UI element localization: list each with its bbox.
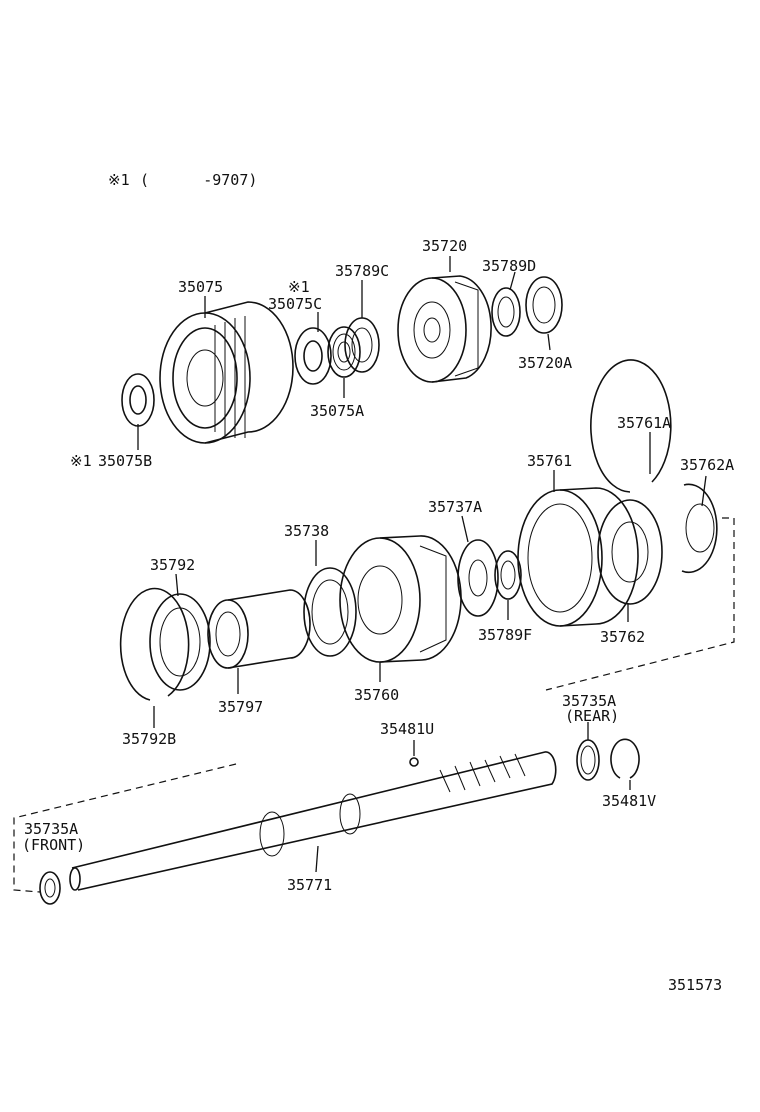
- part-35760-carrier: [339, 535, 462, 663]
- label-35761: 35761: [527, 452, 572, 470]
- label-35761A: 35761A: [617, 414, 671, 432]
- part-35481V-snap-ring: [610, 738, 640, 779]
- label-35797: 35797: [218, 698, 263, 716]
- part-35789D-race: [491, 287, 521, 337]
- label-35075B-mark: ※1: [70, 452, 92, 470]
- part-35075-drum: [159, 301, 294, 444]
- label-35789D: 35789D: [482, 257, 536, 275]
- label-35738: 35738: [284, 522, 329, 540]
- part-35481U-ball: [409, 757, 419, 767]
- label-35789C: 35789C: [335, 262, 389, 280]
- part-35735A-rear-washer: [576, 739, 600, 781]
- dashed-group-line-rear: [545, 517, 735, 691]
- part-35738-bearing: [303, 567, 357, 657]
- catalog-number: 351573: [668, 976, 722, 994]
- part-35761-ring-gear: [517, 487, 639, 627]
- part-35737A-washer: [457, 539, 499, 617]
- label-35735A-front-sub: (FRONT): [22, 836, 85, 854]
- label-35792: 35792: [150, 556, 195, 574]
- part-35720A-bearing: [525, 276, 563, 334]
- part-35789F-race: [494, 550, 522, 600]
- part-35789C-race: [344, 317, 380, 373]
- label-35720: 35720: [422, 237, 467, 255]
- label-35735A-rear-sub: (REAR): [565, 707, 619, 725]
- part-35797-sleeve: [207, 589, 311, 669]
- dashed-group-line-front: [13, 763, 237, 893]
- part-35075B-washer: [121, 373, 155, 427]
- part-35771-shaft: [69, 751, 557, 891]
- label-35075C-mark: ※1: [288, 278, 310, 296]
- label-35481U: 35481U: [380, 720, 434, 738]
- part-35762A-bearing: [681, 483, 718, 574]
- part-35761A-snap-ring: [590, 359, 672, 493]
- part-35075C-washer: [294, 327, 332, 385]
- part-35762-hub: [597, 499, 663, 605]
- part-35792B-snap-ring: [119, 587, 190, 701]
- label-35737A: 35737A: [428, 498, 482, 516]
- note-mark: ※1: [108, 171, 130, 189]
- label-35075C: 35075C: [268, 295, 322, 313]
- label-35762: 35762: [600, 628, 645, 646]
- label-35481V: 35481V: [602, 792, 656, 810]
- label-35735A-front: 35735A: [24, 820, 78, 838]
- label-35075A: 35075A: [310, 402, 364, 420]
- label-35762A: 35762A: [680, 456, 734, 474]
- label-35792B: 35792B: [122, 730, 176, 748]
- label-35771: 35771: [287, 876, 332, 894]
- part-35735A-front-washer: [39, 871, 61, 905]
- label-35075B: 35075B: [98, 452, 152, 470]
- label-35735A-rear: 35735A: [562, 692, 616, 710]
- label-35075: 35075: [178, 278, 223, 296]
- label-35789F: 35789F: [478, 626, 532, 644]
- label-35760: 35760: [354, 686, 399, 704]
- part-35720-carrier: [397, 275, 492, 383]
- label-35720A: 35720A: [518, 354, 572, 372]
- note-range: ( -9707): [140, 171, 257, 189]
- part-35075A-bearing: [327, 326, 361, 378]
